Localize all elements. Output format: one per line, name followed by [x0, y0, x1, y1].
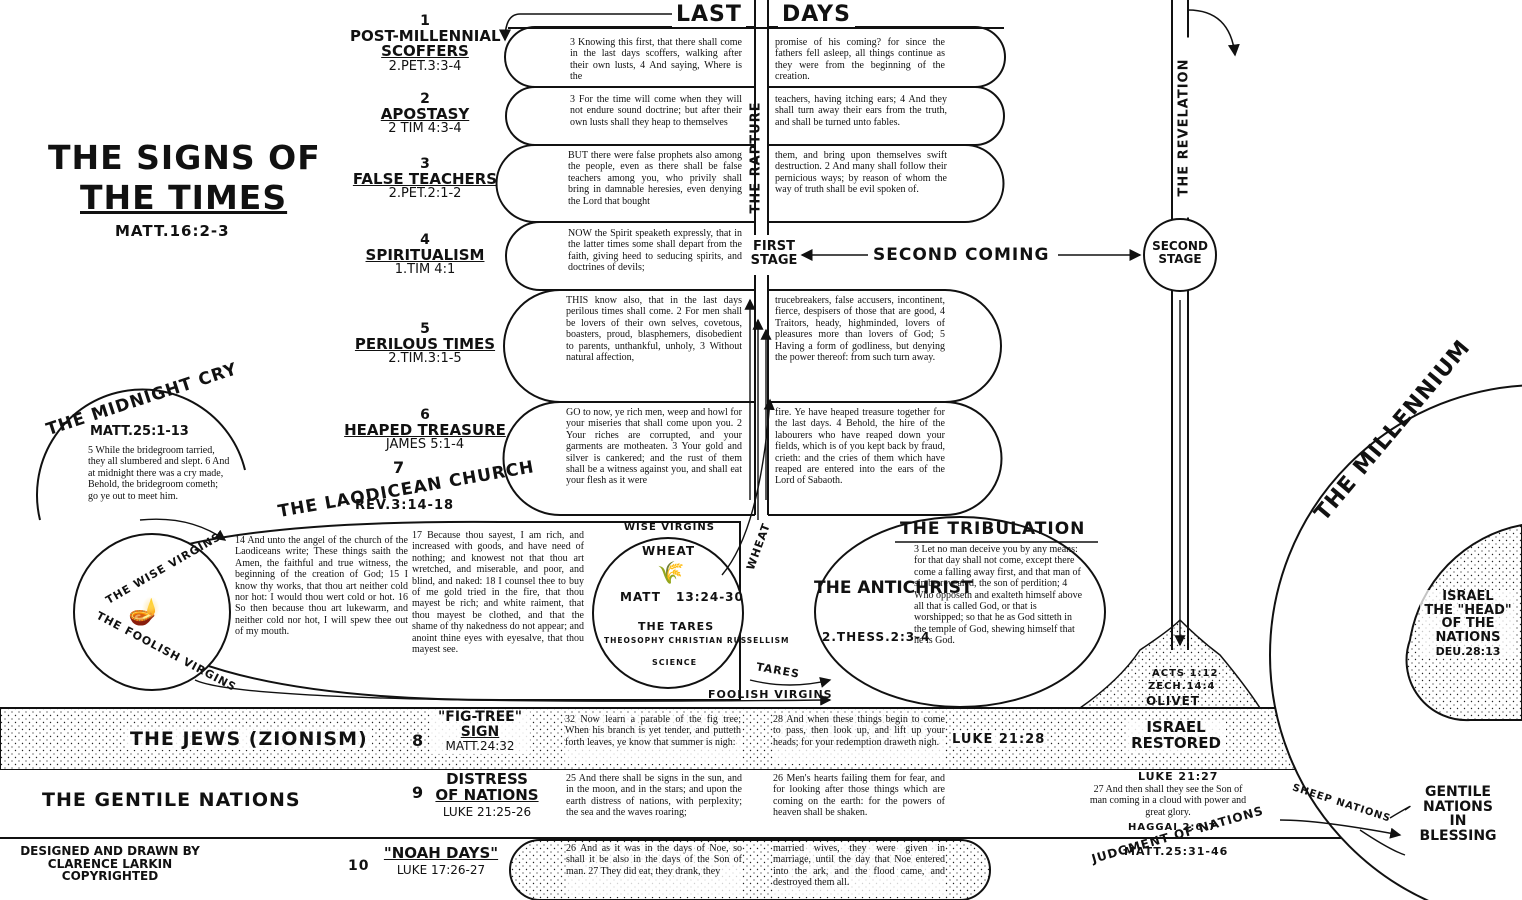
wheat-ref: 13:24-30 [676, 590, 744, 604]
sign-1-label: 1 POST-MILLENNIAL SCOFFERS 2.PET.3:3-4 [350, 13, 501, 75]
sign-1-text-left: 3 Knowing this first, that there shall c… [570, 37, 742, 83]
wheat-matt: MATT [620, 590, 661, 604]
olivet-acts: ACTS 1:12 [1152, 668, 1219, 679]
midnight-cry-text: 5 While the bridegroom tarried, they all… [88, 445, 230, 502]
jews-luke: LUKE 21:28 [952, 732, 1046, 747]
noah-num: 10 [348, 858, 370, 874]
distress-text-1: 25 And there shall be signs in the sun, … [566, 773, 742, 819]
wise-virgins-circle [73, 533, 231, 691]
laodicean-col2: 17 Because thou sayest, I am rich, and i… [412, 530, 584, 656]
fig-tree-sign-label: "FIG-TREE" SIGN MATT.24:32 [430, 710, 530, 755]
distress-num: 9 [412, 783, 425, 802]
laodicean-oval [149, 520, 741, 701]
revelation-label: THE REVELATION [1176, 37, 1192, 218]
title-ref: MATT.16:2-3 [115, 222, 230, 240]
jews-band-label: THE JEWS (ZIONISM) [126, 728, 372, 750]
sign-6-text-left: GO to now, ye rich men, weep and howl fo… [566, 407, 742, 487]
sign-3-text-left: BUT there were false prophets also among… [568, 150, 742, 207]
credit: DESIGNED AND DRAWN BY CLARENCE LARKIN CO… [20, 844, 200, 884]
gentile-band-label: THE GENTILE NATIONS [42, 789, 301, 811]
wheat-science: SCIENCE [652, 658, 698, 667]
fig-tree-text-1: 32 Now learn a parable of the fig tree; … [565, 714, 741, 764]
wheat-tares: THE TARES [638, 620, 715, 633]
gentile-luke-text: 27 And then shall they see the Son of ma… [1089, 784, 1247, 818]
header-days: DAYS [778, 2, 855, 27]
wheat-circle [592, 537, 744, 689]
fig-tree-num: 8 [412, 731, 425, 750]
laodicean-col1: 14 And unto the angel of the church of t… [235, 535, 408, 638]
second-stage-circle [1143, 218, 1217, 292]
sign-4-text-left: NOW the Spirit speaketh expressly, that … [568, 228, 742, 274]
noah-label: "NOAH DAYS" LUKE 17:26-27 [383, 844, 499, 877]
noah-text-1: 26 And as it was in the days of Noe, so … [566, 843, 742, 897]
second-coming-label: SECOND COMING [873, 245, 1050, 265]
sign-2-text-left: 3 For the time will come when they will … [570, 94, 742, 128]
wheat-ring: THEOSOPHY CHRISTIAN RUSSELLISM [604, 636, 790, 645]
olivet-zech: ZECH.14:4 [1148, 681, 1216, 692]
tribulation-text: 3 Let no man deceive you by any means: f… [914, 544, 1083, 647]
tribulation-title: THE TRIBULATION [900, 519, 1086, 539]
noah-text-2: married wives, they were given in marria… [773, 843, 945, 897]
fig-tree-text-2: 28 And when these things begin to come t… [773, 714, 945, 764]
sign-5-text-right: trucebreakers, false accusers, incontine… [775, 295, 945, 364]
antichrist-ref: 2.THESS.2:3-4 [822, 630, 931, 644]
laodicean-num: 7 [393, 458, 406, 477]
wheat-word: WHEAT [642, 544, 696, 558]
mount-olivet [1077, 618, 1262, 709]
israel-head-text: ISRAEL THE "HEAD" OF THE NATIONS DEU.28:… [1420, 590, 1516, 659]
gentile-band [0, 770, 1522, 838]
olivet-label: OLIVET [1146, 694, 1200, 708]
gentile-blessing: GENTILE NATIONS IN BLESSING [1419, 784, 1497, 845]
distress-label: DISTRESS OF NATIONS LUKE 21:25-26 [435, 770, 539, 819]
sign-2-text-right: teachers, having itching ears; 4 And the… [775, 94, 947, 128]
sign-1-text-right: promise of his coming? for since the fat… [775, 37, 945, 83]
sign-6-text-right: fire. Ye have heaped treasure together f… [775, 407, 945, 487]
title-line1: THE SIGNS OF [48, 138, 321, 177]
title-line2: THE TIMES [80, 178, 288, 217]
sign-capsule-1 [504, 26, 755, 88]
midnight-cry-ref: MATT.25:1-13 [90, 424, 189, 439]
wheat-top-label: WISE VIRGINS [624, 522, 715, 533]
laodicean-ref: REV.3:14-18 [355, 498, 455, 513]
matt-25-ref: MATT.25:31-46 [1124, 845, 1229, 858]
antichrist-label: THE ANTICHRIST [814, 578, 973, 598]
sign-5-text-left: THIS know also, that in the last days pe… [566, 295, 742, 364]
distress-text-2: 26 Men's hearts failing them for fear, a… [773, 773, 945, 819]
tribulation-oval [814, 516, 1106, 708]
sign-3-text-right: them, and bring upon themselves swift de… [775, 150, 947, 196]
header-last: LAST [672, 2, 746, 27]
haggai-ref: HAGGAI 2:6-7 [1128, 822, 1217, 833]
rapture-label: THE RAPTURE [748, 101, 764, 214]
gentile-luke: LUKE 21:27 [1138, 770, 1219, 783]
foolish-virgins-arrow-label: FOOLISH VIRGINS [708, 688, 833, 701]
millennium-circle [1269, 384, 1522, 900]
wheat-sheaf-icon: 🌾 [657, 560, 685, 585]
lamp-icon: 🪔 [128, 596, 161, 626]
